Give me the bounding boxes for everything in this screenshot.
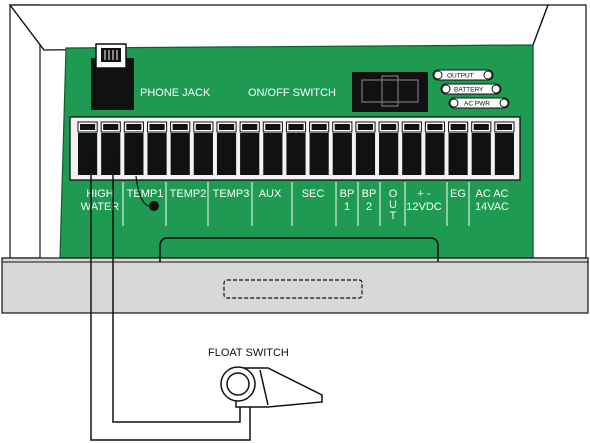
float-switch-wires <box>90 152 251 441</box>
terminal-label: BP <box>340 188 355 200</box>
terminal-screw <box>355 121 376 175</box>
terminal-label: 12VDC <box>406 201 442 213</box>
float-switch <box>220 366 323 408</box>
terminal-screw <box>193 121 214 175</box>
on-off-switch <box>352 72 428 112</box>
enclosure-left-wall <box>9 4 41 259</box>
terminal-label: + - <box>417 188 430 200</box>
terminal-screw <box>332 121 353 175</box>
terminal-label: BP <box>362 188 377 200</box>
svg-text:AC PWR: AC PWR <box>464 101 490 108</box>
front-panel-slot <box>223 279 363 299</box>
enclosure-lid-hinge <box>159 237 439 262</box>
svg-text:BATTERY: BATTERY <box>454 87 484 94</box>
terminal-screw <box>378 121 399 175</box>
terminal-screw <box>448 121 469 175</box>
jumper-resistor <box>149 201 159 211</box>
terminal-label: 2 <box>366 201 372 213</box>
terminal-label: SEC <box>302 188 325 200</box>
terminal-screw <box>239 121 260 175</box>
phone-jack <box>91 43 134 110</box>
phone-jack-label: PHONE JACK <box>140 87 211 99</box>
terminal-label: TEMP2 <box>170 188 207 200</box>
on-off-switch-label: ON/OFF SWITCH <box>248 87 336 99</box>
terminal-screw <box>494 121 515 175</box>
enclosure-right-wall <box>532 4 587 259</box>
terminal-screw <box>401 121 422 175</box>
terminal-group-dividers <box>122 182 470 226</box>
terminal-label: T <box>390 210 397 222</box>
enclosure-edge-right <box>532 4 549 46</box>
terminal-screw <box>262 121 283 175</box>
led-battery: BATTERY <box>440 83 502 95</box>
terminal-screw <box>77 121 98 175</box>
terminal-label: O <box>389 188 398 200</box>
terminal-label: EG <box>450 188 466 200</box>
terminal-screw <box>285 121 307 175</box>
terminal-screw <box>471 121 492 175</box>
led-ac-pwr: AC PWR <box>448 97 510 109</box>
terminal-label: 14VAC <box>475 201 509 213</box>
terminal-label: AC AC <box>475 188 508 200</box>
float-switch-label: FLOAT SWITCH <box>208 347 289 359</box>
terminal-screw <box>100 121 121 175</box>
enclosure-edge-left <box>9 4 45 51</box>
terminal-screw <box>123 121 144 175</box>
terminal-label: U <box>389 199 397 211</box>
enclosure-back-wall <box>8 4 549 51</box>
terminal-screw <box>170 121 191 175</box>
terminal-label: AUX <box>259 188 282 200</box>
terminal-screw <box>146 121 168 175</box>
led-output: OUTPUT <box>432 69 494 81</box>
terminal-screw <box>309 121 330 175</box>
terminal-screw <box>424 121 446 175</box>
terminal-label: TEMP1 <box>127 188 164 200</box>
enclosure-front-panel <box>1 257 589 314</box>
terminal-screws <box>77 121 515 175</box>
terminal-label: 1 <box>344 201 350 213</box>
terminal-label: HIGH <box>86 188 114 200</box>
terminal-screw <box>216 121 237 175</box>
terminal-label: TEMP3 <box>213 188 250 200</box>
svg-text:OUTPUT: OUTPUT <box>447 73 474 80</box>
